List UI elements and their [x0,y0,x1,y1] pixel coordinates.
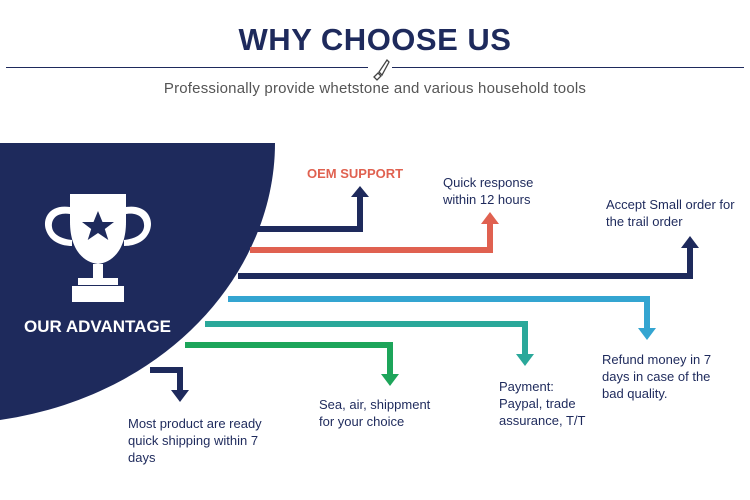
arrow-oem-support [252,186,369,232]
label-ready-product: Most product are ready quick shipping wi… [128,416,262,465]
label-oem-support: OEM SUPPORT [307,166,404,181]
trophy-star [82,211,114,240]
title-divider-right [392,67,744,68]
label-quick-response: Quick response within 12 hours [443,175,534,207]
arrow-payment [205,321,534,366]
knife-icon [373,58,390,81]
page-subtitle: Professionally provide whetstone and var… [163,80,587,97]
arrow-quick-response [250,212,499,253]
page-title: WHY CHOOSE US [238,22,512,57]
arrow-small-order [238,236,699,279]
badge-background [0,143,275,420]
arrow-refund [228,296,656,340]
title-divider-left [6,67,368,68]
arrow-ready-product [150,367,189,402]
label-shipment: Sea, air, shippment for your choice [319,397,431,429]
badge-title: OUR ADVANTAGE [23,317,171,336]
label-refund: Refund money in 7 days in case of the ba… [602,352,712,401]
arrow-shipment [185,342,399,386]
label-small-order: Accept Small order for the trail order [606,197,735,229]
label-payment: Payment: Paypal, trade assurance, T/T [499,379,586,428]
